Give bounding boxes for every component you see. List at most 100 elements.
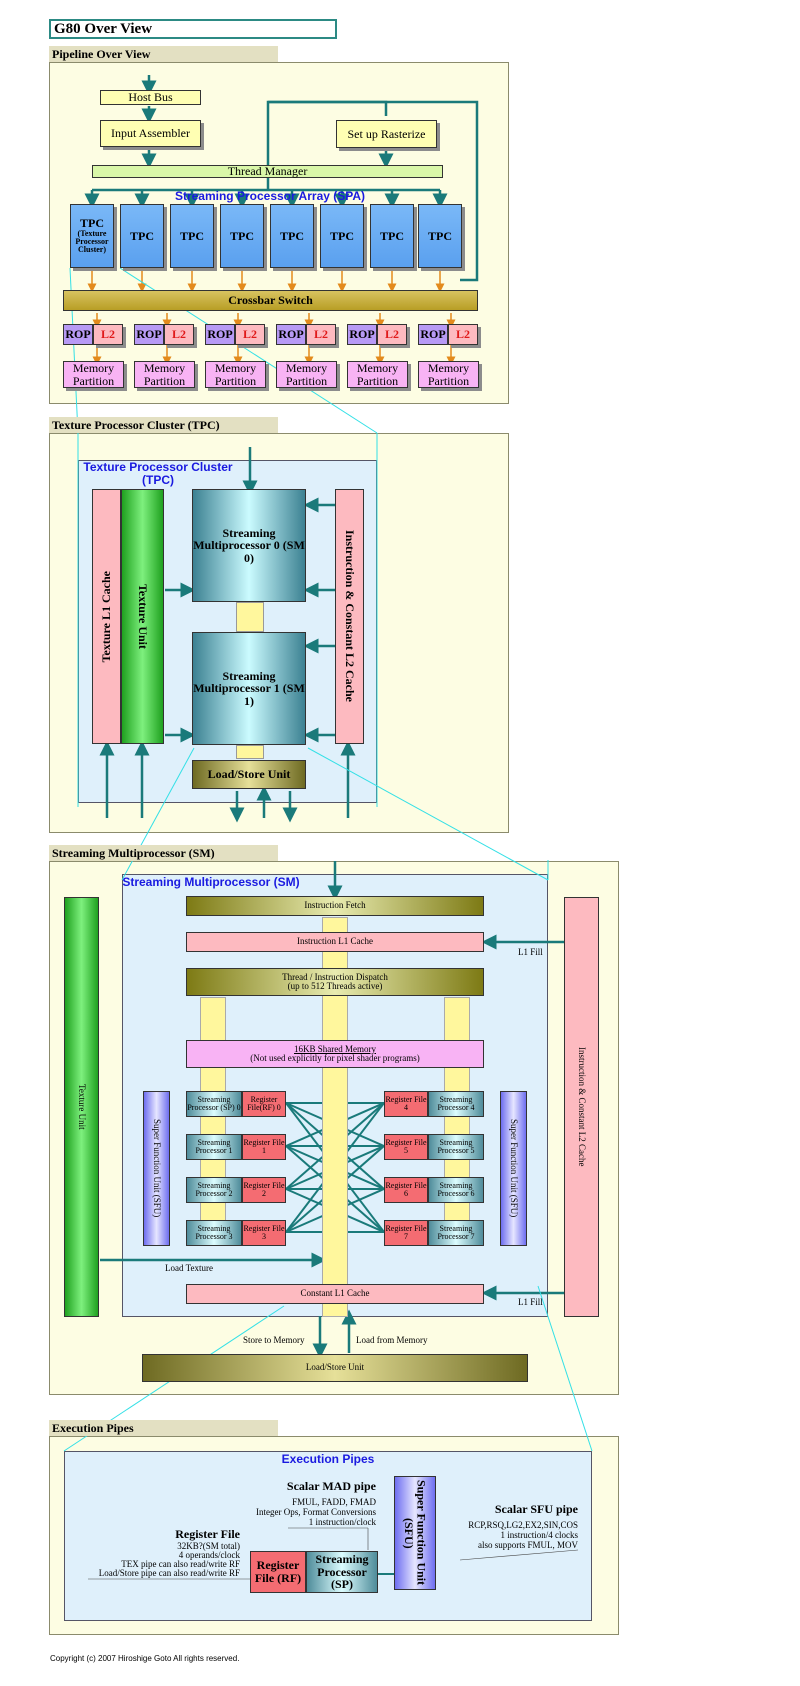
memory-partition-4: Memory Partition	[347, 361, 408, 388]
shared-memory: 16KB Shared Memory (Not used explicitly …	[186, 1040, 484, 1068]
rf-title: Register File	[175, 1527, 240, 1541]
instruction-l1-cache: Instruction L1 Cache	[186, 932, 484, 952]
sp-2: Streaming Processor 2	[186, 1177, 242, 1203]
section-tab-exec: Execution Pipes	[49, 1420, 278, 1436]
memory-partition-1: Memory Partition	[134, 361, 195, 388]
sm-ls-connector	[236, 745, 264, 759]
tpc-0: TPC (Texture Processor Cluster)	[70, 204, 114, 268]
tpc-instr-const-l2-cache: Instruction & Constant L2 Cache	[335, 489, 364, 744]
load-from-memory-label: Load from Memory	[356, 1335, 428, 1345]
rop-2: ROP	[205, 324, 235, 345]
exec-panel-title: Execution Pipes	[281, 1451, 375, 1466]
exec-sfu: Super Function Unit (SFU)	[394, 1476, 436, 1590]
store-to-memory-label: Store to Memory	[243, 1335, 305, 1345]
copyright: Copyright (c) 2007 Hiroshige Goto All ri…	[50, 1654, 240, 1663]
rop-4: ROP	[347, 324, 377, 345]
sp-6: Streaming Processor 6	[428, 1177, 484, 1203]
l2-5: L2	[448, 324, 478, 345]
l2-1: L2	[164, 324, 194, 345]
dispatch-line1: Thread / Instruction Dispatch	[282, 971, 388, 982]
sm-connector	[236, 602, 264, 632]
rf-3: Register File 3	[242, 1220, 286, 1246]
sfu-left: Super Function Unit (SFU)	[143, 1091, 170, 1246]
tpc-7: TPC	[418, 204, 462, 268]
rf-details: 32KB?(SM total) 4 operands/clock TEX pip…	[80, 1542, 240, 1578]
rop-5: ROP	[418, 324, 448, 345]
sp-7: Streaming Processor 7	[428, 1220, 484, 1246]
sm-load-store-unit: Load/Store Unit	[142, 1354, 528, 1382]
input-assembler: Input Assembler	[100, 120, 201, 147]
sfu-pipe-details: RCP,RSQ,LG2,EX2,SIN,COS 1 instruction/4 …	[440, 1520, 578, 1550]
l1-fill-label-bottom: L1 Fill	[518, 1297, 543, 1307]
shared-memory-line1: 16KB Shared Memory	[294, 1043, 376, 1054]
memory-partition-5: Memory Partition	[418, 361, 479, 388]
memory-partition-3: Memory Partition	[276, 361, 337, 388]
tpc-0-subtitle: (Texture Processor Cluster)	[75, 228, 109, 255]
sm-instr-const-l2-label: Instruction & Constant L2 Cache	[577, 1047, 588, 1167]
sm-texture-unit: Texture Unit	[64, 897, 99, 1317]
thread-instruction-dispatch: Thread / Instruction Dispatch (up to 512…	[186, 968, 484, 996]
sfu-line-0: RCP,RSQ,LG2,EX2,SIN,COS	[468, 1520, 578, 1530]
rop-1: ROP	[134, 324, 164, 345]
l2-0: L2	[93, 324, 123, 345]
sp-5: Streaming Processor 5	[428, 1134, 484, 1160]
setup-rasterize: Set up Rasterize	[336, 120, 437, 148]
tpc-4: TPC	[270, 204, 314, 268]
texture-l1-cache-label: Texture L1 Cache	[99, 570, 114, 663]
mad-line-1: Integer Ops, Format Conversions	[256, 1507, 376, 1517]
tpc-panel-title: Texture Processor Cluster (TPC)	[83, 460, 233, 487]
sm-panel-title: Streaming Multiprocessor (SM)	[122, 874, 300, 889]
rf-2: Register File 2	[242, 1177, 286, 1203]
sfu-pipe-title: Scalar SFU pipe	[494, 1502, 578, 1516]
sfu-right: Super Function Unit (SFU)	[500, 1091, 527, 1246]
sfu-right-label: Super Function Unit (SFU)	[509, 1119, 520, 1218]
sfu-line-1: 1 instruction/4 clocks	[500, 1530, 579, 1540]
tpc-instr-const-l2-label: Instruction & Constant L2 Cache	[342, 530, 357, 703]
memory-partition-0: Memory Partition	[63, 361, 124, 388]
sp-4: Streaming Processor 4	[428, 1091, 484, 1117]
section-tab-tpc: Texture Processor Cluster (TPC)	[49, 417, 278, 433]
mad-line-2: 1 instruction/clock	[308, 1517, 376, 1527]
rf-1: Register File 1	[242, 1134, 286, 1160]
rf-line-1: 4 operands/clock	[178, 1550, 240, 1560]
left-bus	[200, 997, 226, 1244]
tpc-5: TPC	[320, 204, 364, 268]
l2-4: L2	[377, 324, 407, 345]
crossbar-switch: Crossbar Switch	[63, 290, 478, 311]
memory-partition-2: Memory Partition	[205, 361, 266, 388]
l2-2: L2	[235, 324, 265, 345]
rf-6: Register File 6	[384, 1177, 428, 1203]
tpc-6: TPC	[370, 204, 414, 268]
shared-memory-line2: (Not used explicitly for pixel shader pr…	[250, 1053, 420, 1063]
rf-4: Register File 4	[384, 1091, 428, 1117]
texture-l1-cache: Texture L1 Cache	[92, 489, 121, 744]
exec-register-file: Register File (RF)	[250, 1551, 306, 1593]
rf-7: Register File 7	[384, 1220, 428, 1246]
rop-3: ROP	[276, 324, 306, 345]
rf-line-2: TEX pipe can also read/write RF	[121, 1559, 240, 1569]
tpc-3: TPC	[220, 204, 264, 268]
rop-0: ROP	[63, 324, 93, 345]
mad-pipe-title: Scalar MAD pipe	[286, 1479, 376, 1493]
rf-5: Register File 5	[384, 1134, 428, 1160]
sfu-line-2: also supports FMUL, MOV	[477, 1540, 578, 1550]
spa-label: Streaming Processor Array (SPA)	[174, 188, 366, 203]
sfu-left-label: Super Function Unit (SFU)	[152, 1119, 163, 1218]
rf-line-0: 32KB?(SM total)	[177, 1541, 240, 1551]
tpc-texture-unit: Texture Unit	[121, 489, 164, 744]
sm-texture-unit-label: Texture Unit	[77, 1084, 88, 1130]
mad-line-0: FMUL, FADD, FMAD	[292, 1497, 376, 1507]
mad-pipe-details: FMUL, FADD, FMAD Integer Ops, Format Con…	[220, 1497, 376, 1527]
sp-1: Streaming Processor 1	[186, 1134, 242, 1160]
rf-line-3: Load/Store pipe can also read/write RF	[98, 1568, 240, 1578]
constant-l1-cache: Constant L1 Cache	[186, 1284, 484, 1304]
l1-fill-label-top: L1 Fill	[518, 947, 543, 957]
l2-3: L2	[306, 324, 336, 345]
tpc-0-title: TPC	[80, 216, 104, 231]
dispatch-line2: (up to 512 Threads active)	[287, 981, 383, 991]
exec-sfu-label: Super Function Unit (SFU)	[402, 1480, 429, 1586]
sm-instr-const-l2-cache: Instruction & Constant L2 Cache	[564, 897, 599, 1317]
sm0: Streaming Multiprocessor 0 (SM 0)	[192, 489, 306, 602]
right-bus	[444, 997, 470, 1244]
tpc-2: TPC	[170, 204, 214, 268]
